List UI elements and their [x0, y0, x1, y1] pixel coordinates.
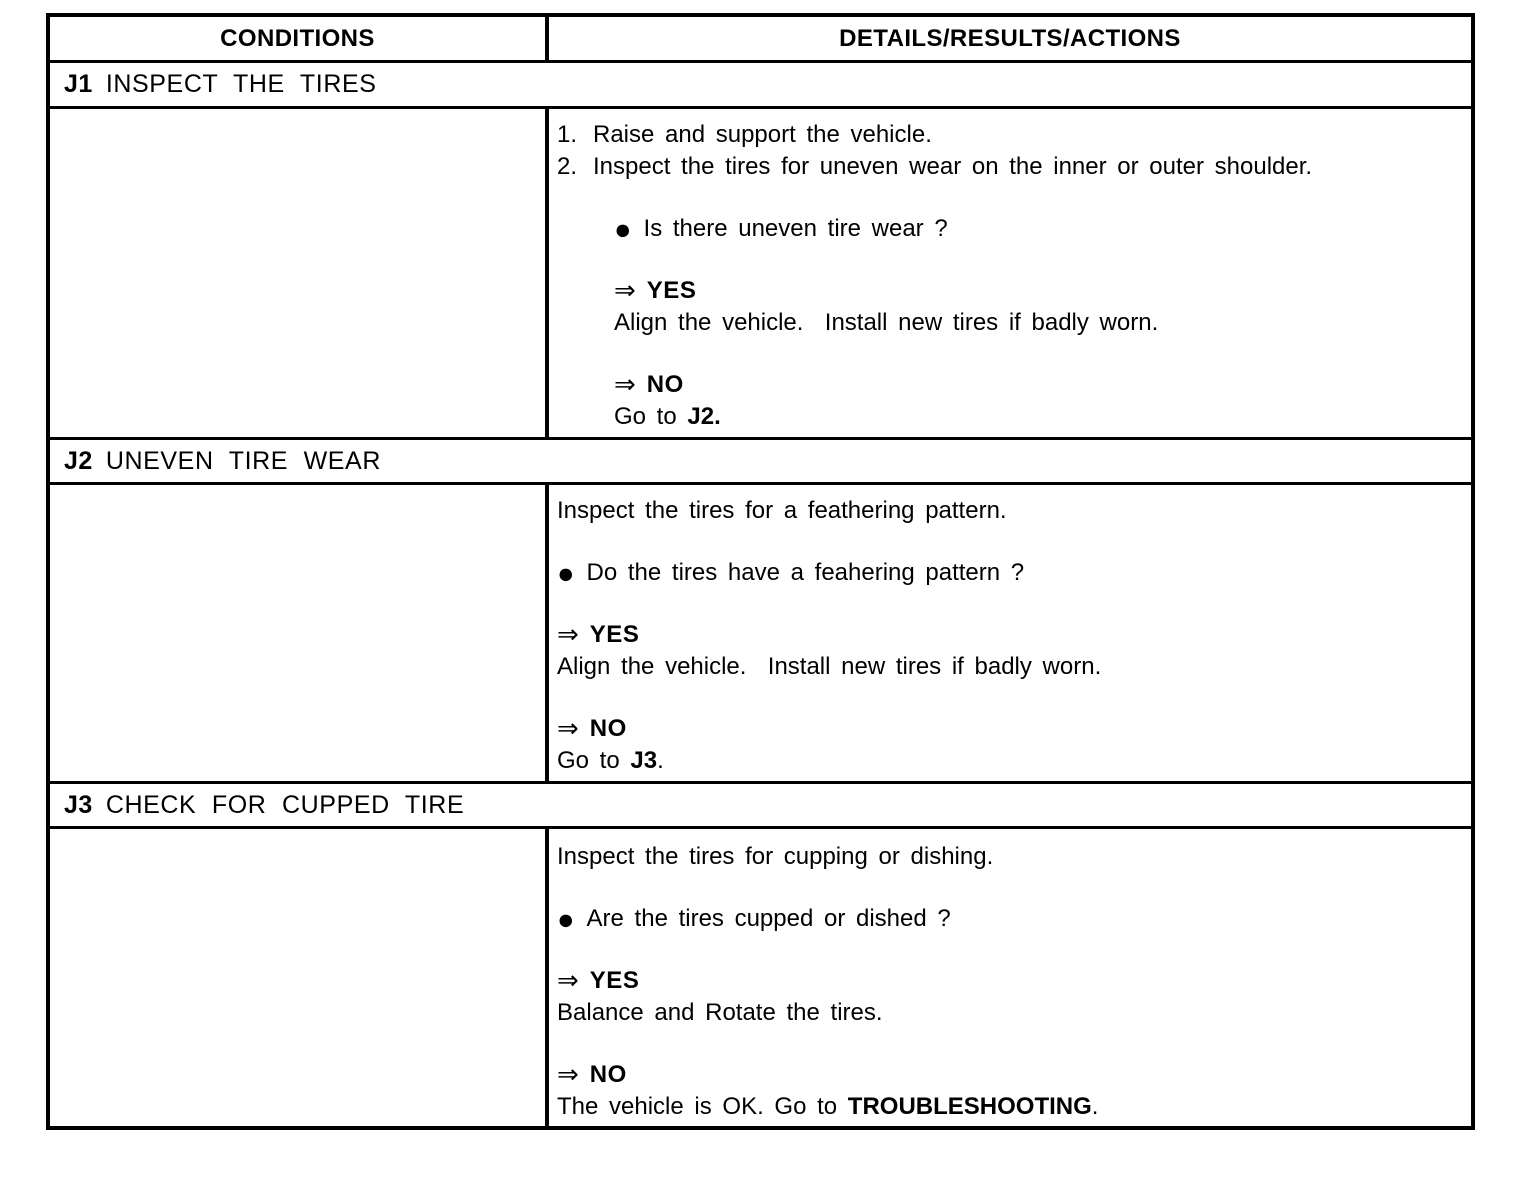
result-label: YES [589, 967, 640, 994]
action-text: Align the vehicle. Install new tires if … [557, 653, 1102, 680]
question-text: Is there uneven tire wear ? [643, 215, 948, 242]
question-line: ● Do the tires have a feahering pattern ? [557, 557, 1447, 589]
section-title: INSPECT THE TIRES [105, 70, 377, 98]
arrow-icon: ⇒ [614, 369, 636, 399]
action-text: Inspect the tires for cupping or dishing… [557, 843, 994, 870]
action-text: . [1091, 1093, 1099, 1120]
arrow-icon: ⇒ [557, 1059, 579, 1089]
section-id: J1 [64, 70, 93, 98]
numbered-step-line: 1. Raise and support the vehicle. [557, 119, 1447, 151]
result-arrow-line: ⇒ YES [557, 965, 1447, 997]
action-text: Go to [614, 403, 688, 430]
bullet-icon: ● [557, 904, 575, 936]
result-label: YES [589, 621, 640, 648]
arrow-icon: ⇒ [557, 713, 579, 743]
result-arrow-line: ⇒ NO [557, 1059, 1447, 1091]
action-text: The vehicle is OK. Go to [557, 1093, 848, 1120]
action-text-bold: J3 [630, 747, 658, 774]
result-arrow-line: ⇒ YES [557, 619, 1447, 651]
section-id: J3 [64, 790, 93, 819]
spacer [557, 589, 1447, 619]
action-text-line: Go to J3. [557, 745, 1447, 777]
result-label: NO [589, 715, 627, 742]
step-number: 1. [557, 121, 578, 148]
spacer [557, 245, 1447, 275]
spacer [557, 873, 1447, 903]
section-content-row: Inspect the tires for cupping or dishing… [50, 829, 1471, 1126]
spacer [557, 1029, 1447, 1059]
conditions-column-header: CONDITIONS [50, 17, 549, 60]
action-text-bold: TROUBLESHOOTING [847, 1093, 1092, 1120]
section-header-row: J1 INSPECT THE TIRES [50, 63, 1471, 109]
action-text-line: Inspect the tires for a feathering patte… [557, 495, 1447, 527]
step-number: 2. [557, 153, 578, 180]
spacer [557, 183, 1447, 213]
action-text-line: Align the vehicle. Install new tires if … [557, 651, 1447, 683]
result-arrow-line: ⇒ NO [557, 713, 1447, 745]
question-line: ● Is there uneven tire wear ? [557, 213, 1447, 245]
action-text: Go to [557, 747, 631, 774]
table-body: J1 INSPECT THE TIRES 1. Raise and support… [50, 63, 1471, 1126]
step-text: Raise and support the vehicle. [593, 121, 932, 148]
step-text: Inspect the tires for uneven wear on the… [593, 153, 1313, 180]
spacer [557, 339, 1447, 369]
section: J1 INSPECT THE TIRES 1. Raise and support… [50, 63, 1471, 440]
section-title: UNEVEN TIRE WEAR [105, 446, 381, 475]
result-label: NO [589, 1061, 627, 1088]
section-header-row: J2 UNEVEN TIRE WEAR [50, 440, 1471, 485]
conditions-cell [50, 485, 549, 781]
section: J2 UNEVEN TIRE WEAR Inspect the tires fo… [50, 440, 1471, 784]
action-text: Balance and Rotate the tires. [557, 999, 883, 1026]
action-text-bold: J2. [687, 403, 721, 430]
section-content-row: Inspect the tires for a feathering patte… [50, 485, 1471, 784]
result-arrow-line: ⇒ NO [557, 369, 1447, 401]
action-text: Inspect the tires for a feathering patte… [557, 497, 1007, 524]
section-id: J2 [64, 446, 93, 475]
question-text: Are the tires cupped or dished ? [586, 905, 951, 932]
bullet-icon: ● [614, 214, 632, 246]
conditions-cell [50, 829, 549, 1126]
question-text: Do the tires have a feahering pattern ? [586, 559, 1025, 586]
arrow-icon: ⇒ [614, 275, 636, 305]
section-header-row: J3 CHECK FOR CUPPED TIRE [50, 784, 1471, 829]
details-column-header: DETAILS/RESULTS/ACTIONS [839, 24, 1181, 52]
action-text-line: The vehicle is OK. Go to TROUBLESHOOTING… [557, 1091, 1447, 1123]
result-arrow-line: ⇒ YES [557, 275, 1447, 307]
section: J3 CHECK FOR CUPPED TIRE Inspect the tir… [50, 784, 1471, 1126]
action-text-line: Balance and Rotate the tires. [557, 997, 1447, 1029]
arrow-icon: ⇒ [557, 619, 579, 649]
spacer [557, 527, 1447, 557]
action-text: . [657, 747, 664, 774]
details-cell: Inspect the tires for a feathering patte… [549, 485, 1471, 781]
spacer [557, 935, 1447, 965]
section-title: CHECK FOR CUPPED TIRE [105, 790, 465, 819]
question-line: ● Are the tires cupped or dished ? [557, 903, 1447, 935]
action-text-line: Inspect the tires for cupping or dishing… [557, 841, 1447, 873]
result-label: YES [646, 277, 697, 304]
bullet-icon: ● [557, 558, 575, 590]
table-header-row: CONDITIONS DETAILS/RESULTS/ACTIONS [50, 17, 1471, 63]
arrow-icon: ⇒ [557, 965, 579, 995]
numbered-step-line: 2. Inspect the tires for uneven wear on t… [557, 151, 1447, 183]
action-text-line: Go to J2. [557, 401, 1447, 433]
result-label: NO [646, 371, 684, 398]
details-cell: 1. Raise and support the vehicle. 2. Inspec… [549, 109, 1471, 437]
action-text-line: Align the vehicle. Install new tires if … [557, 307, 1447, 339]
action-text: Align the vehicle. Install new tires if … [614, 309, 1159, 336]
section-content-row: 1. Raise and support the vehicle. 2. Inspec… [50, 109, 1471, 440]
spacer [557, 683, 1447, 713]
troubleshooting-table: CONDITIONS DETAILS/RESULTS/ACTIONS J1 IN… [46, 13, 1475, 1130]
details-cell: Inspect the tires for cupping or dishing… [549, 829, 1471, 1126]
conditions-cell [50, 109, 549, 437]
